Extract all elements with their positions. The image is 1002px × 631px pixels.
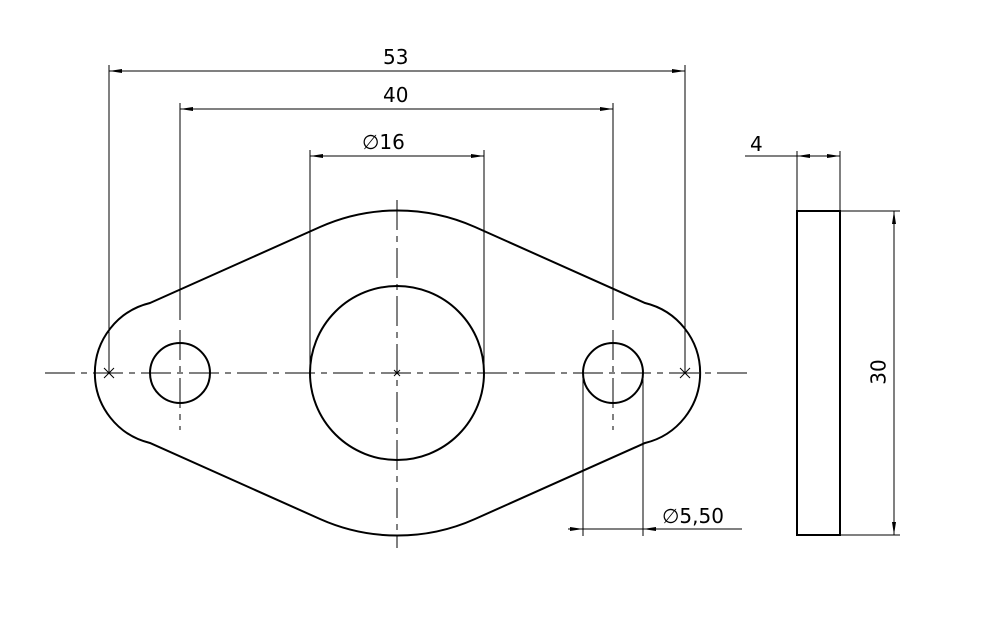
dimension-53 (108, 65, 686, 373)
dimension-30 (840, 210, 900, 536)
dimension-dia-16 (309, 150, 485, 373)
dim-label-overall-length: 53 (383, 45, 409, 69)
dim-label-small-hole-diameter: ∅5,50 (662, 504, 724, 528)
side-view-rect (796, 210, 841, 536)
dim-label-hole-spacing: 40 (383, 83, 409, 107)
dimension-40 (179, 103, 614, 320)
dim-label-center-hole-diameter: ∅16 (362, 130, 405, 154)
left-bolt-hole (149, 342, 211, 404)
flange-outline (93, 209, 702, 537)
dimension-dia-5-50 (568, 373, 742, 536)
dim-label-thickness: 4 (750, 132, 763, 156)
dim-label-height: 30 (866, 359, 891, 385)
dimension-4 (745, 151, 841, 211)
